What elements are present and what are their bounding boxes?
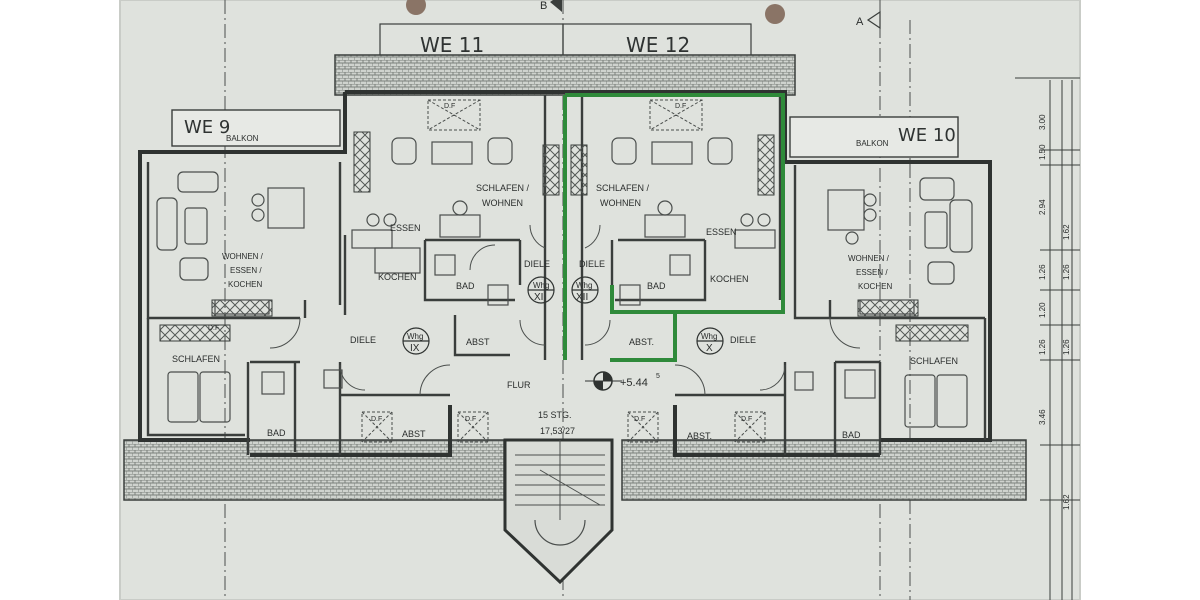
unit-label-we12: WE 12 bbox=[626, 33, 690, 57]
roof-strip-bottom-right bbox=[621, 439, 1027, 501]
balcony-right bbox=[789, 116, 959, 158]
room-right-wohnen-line1: WOHNEN / bbox=[848, 254, 890, 263]
dimension-label-7: 1.20 bbox=[1038, 302, 1047, 318]
dimension-label-6: 1.26 bbox=[1062, 264, 1071, 280]
stair-ratio: 17,53/27 bbox=[540, 426, 575, 436]
roof-strip-bottom-left bbox=[123, 439, 505, 501]
stairwell bbox=[503, 438, 614, 585]
room-we12-diele: DIELE bbox=[579, 259, 605, 269]
room-we11-essen: ESSEN bbox=[390, 223, 421, 233]
room-left-bad: BAD bbox=[267, 428, 286, 438]
dimension-label-9: 1.26 bbox=[1062, 339, 1071, 355]
room-labels: WOHNEN / ESSEN / KOCHEN WOHNEN / ESSEN /… bbox=[172, 103, 958, 441]
dimension-label-10: 3.46 bbox=[1038, 409, 1047, 425]
room-we11-diele: DIELE bbox=[524, 259, 550, 269]
room-we12-essen: ESSEN bbox=[706, 227, 737, 237]
room-right-abst: ABST. bbox=[687, 431, 712, 441]
section-marker-b: B bbox=[540, 0, 562, 12]
exterior-walls bbox=[138, 90, 992, 457]
stair-steps: 15 STG. bbox=[538, 410, 572, 420]
whg-xi-prefix: Whg bbox=[533, 281, 549, 290]
dimension-label-11: 1.62 bbox=[1062, 494, 1071, 510]
room-we11-bad: BAD bbox=[456, 281, 475, 291]
room-we11-schlafen-line1: SCHLAFEN / bbox=[476, 183, 530, 193]
whg-x-numeral: X bbox=[706, 343, 713, 354]
roof-strip-top bbox=[334, 54, 796, 96]
roof-window-label-5: D.F bbox=[634, 416, 645, 423]
dimension-label-1: 3.00 bbox=[1038, 114, 1047, 130]
balcony-label-right: BALKON bbox=[856, 139, 889, 148]
whg-xii-prefix: Whg bbox=[576, 281, 592, 290]
interior-walls bbox=[146, 95, 987, 455]
room-we11-schlafen-line2: WOHNEN bbox=[482, 198, 523, 208]
room-right-wohnen-line3: KOCHEN bbox=[858, 282, 892, 291]
room-we11-abst: ABST bbox=[466, 337, 490, 347]
roof-window-label-6: D.F bbox=[741, 416, 752, 423]
dimension-label-8: 1.26 bbox=[1038, 339, 1047, 355]
roof-windows bbox=[361, 99, 766, 443]
room-left-schlafen: SCHLAFEN bbox=[172, 354, 220, 364]
room-we12-bad: BAD bbox=[647, 281, 666, 291]
room-right-bad: BAD bbox=[842, 430, 861, 440]
room-left-wohnen-line1: WOHNEN / bbox=[222, 252, 264, 261]
room-left-wohnen-line3: KOCHEN bbox=[228, 280, 262, 289]
room-left-abst: ABST bbox=[402, 429, 426, 439]
room-we12-kochen: KOCHEN bbox=[710, 274, 749, 284]
section-mark-a: A bbox=[856, 16, 864, 28]
dimension-labels: 3.00 1.50 2.94 1.62 1.26 1.26 1.20 1.26 … bbox=[1038, 114, 1071, 510]
unit-label-we11: WE 11 bbox=[420, 33, 484, 57]
balcony-left bbox=[171, 109, 341, 147]
dimension-label-4: 1.62 bbox=[1062, 224, 1071, 240]
whg-xii-numeral: XII bbox=[576, 292, 588, 303]
punch-hole-left bbox=[406, 0, 426, 15]
level-superscript: 5 bbox=[656, 373, 660, 380]
room-flur: FLUR bbox=[507, 380, 531, 390]
whg-xi-numeral: XI bbox=[534, 292, 543, 303]
room-left-diele: DIELE bbox=[350, 335, 376, 345]
room-we11-kochen: KOCHEN bbox=[378, 272, 417, 282]
room-right-wohnen-line2: ESSEN / bbox=[856, 268, 888, 277]
unit-label-we10: WE 10 bbox=[898, 125, 956, 146]
door-swings bbox=[269, 224, 861, 396]
dimension-label-5: 1.26 bbox=[1038, 264, 1047, 280]
roof-window-label-3: D.F bbox=[371, 416, 382, 423]
section-marker-a: A bbox=[856, 10, 881, 30]
room-we12-schlafen-line2: WOHNEN bbox=[600, 198, 641, 208]
room-right-schlafen: SCHLAFEN bbox=[910, 356, 958, 366]
furniture bbox=[156, 137, 973, 428]
apartment-markers bbox=[402, 276, 724, 355]
dimension-chain bbox=[1015, 77, 1080, 600]
whg-x-prefix: Whg bbox=[701, 332, 717, 341]
roof-window-label-4: D.F bbox=[465, 416, 476, 423]
punch-hole-right bbox=[765, 4, 785, 24]
whg-ix-numeral: IX bbox=[410, 343, 420, 354]
dimension-label-3: 2.94 bbox=[1038, 199, 1047, 215]
room-we12-abst: ABST. bbox=[629, 337, 654, 347]
room-right-diele: DIELE bbox=[730, 335, 756, 345]
highlight-outline-we12 bbox=[563, 93, 785, 362]
roof-window-label-1: D.F bbox=[444, 103, 455, 110]
dimension-label-2: 1.50 bbox=[1038, 144, 1047, 160]
unit-label-we9: WE 9 bbox=[184, 117, 230, 138]
balcony-label-left: BALKON bbox=[226, 134, 259, 143]
roof-window-label-7: D.F bbox=[208, 325, 219, 332]
level-marker bbox=[585, 371, 622, 391]
room-left-wohnen-line2: ESSEN / bbox=[230, 266, 262, 275]
level-value: +5.44 bbox=[620, 377, 648, 389]
whg-ix-prefix: Whg bbox=[407, 332, 423, 341]
room-we12-schlafen-line1: SCHLAFEN / bbox=[596, 183, 650, 193]
section-mark-b: B bbox=[540, 0, 547, 12]
roof-window-label-2: D.F bbox=[675, 103, 686, 110]
windows bbox=[159, 131, 969, 342]
